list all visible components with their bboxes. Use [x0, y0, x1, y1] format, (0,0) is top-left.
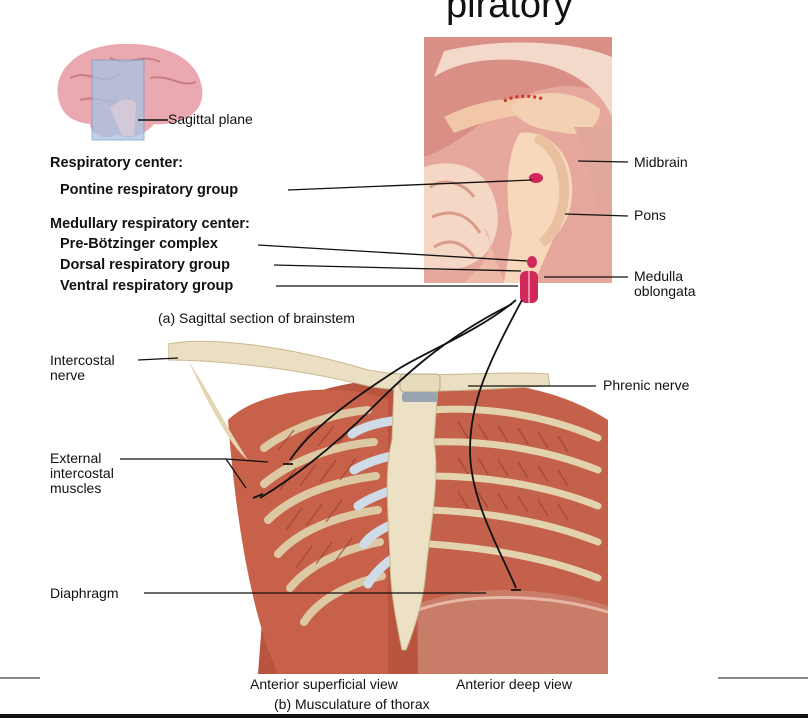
- external-intercostal-muscles-label: External intercostal muscles: [50, 450, 114, 496]
- panel-b-caption: (b) Musculature of thorax: [274, 696, 430, 712]
- intercostal-nerve-label: Intercostal nerve: [50, 352, 115, 383]
- midbrain-label: Midbrain: [634, 154, 688, 170]
- medulla-oblongata-label: Medulla oblongata: [634, 268, 696, 299]
- slide-title-fragment: piratory: [446, 0, 573, 26]
- pre-botzinger-complex-label: Pre-Bötzinger complex: [60, 236, 218, 252]
- thorax-musculature-illustration: [168, 340, 609, 674]
- brainstem-sagittal-illustration: [424, 37, 612, 283]
- diaphragm-label: Diaphragm: [50, 585, 119, 601]
- ventral-respiratory-group-label: Ventral respiratory group: [60, 278, 234, 294]
- anterior-superficial-view-label: Anterior superficial view: [250, 676, 398, 692]
- sagittal-plane-leader: [138, 119, 168, 121]
- phrenic-nerve-label: Phrenic nerve: [603, 377, 690, 393]
- dorsal-respiratory-group-label: Dorsal respiratory group: [60, 257, 231, 273]
- respiratory-center-heading: Respiratory center:: [50, 155, 183, 171]
- bottom-border: [0, 714, 808, 718]
- sagittal-plane-label: Sagittal plane: [168, 111, 253, 127]
- pons-label: Pons: [634, 207, 666, 223]
- anterior-deep-view-label: Anterior deep view: [456, 676, 572, 692]
- panel-a-caption: (a) Sagittal section of brainstem: [158, 310, 355, 326]
- medullary-respiratory-center-heading: Medullary respiratory center:: [50, 216, 250, 232]
- respiratory-nuclei: [520, 173, 543, 303]
- footer-rule-right: [718, 677, 808, 679]
- pontine-respiratory-group-label: Pontine respiratory group: [60, 182, 239, 198]
- brain-orientation-illustration: [57, 43, 203, 141]
- footer-rule-left: [0, 677, 40, 679]
